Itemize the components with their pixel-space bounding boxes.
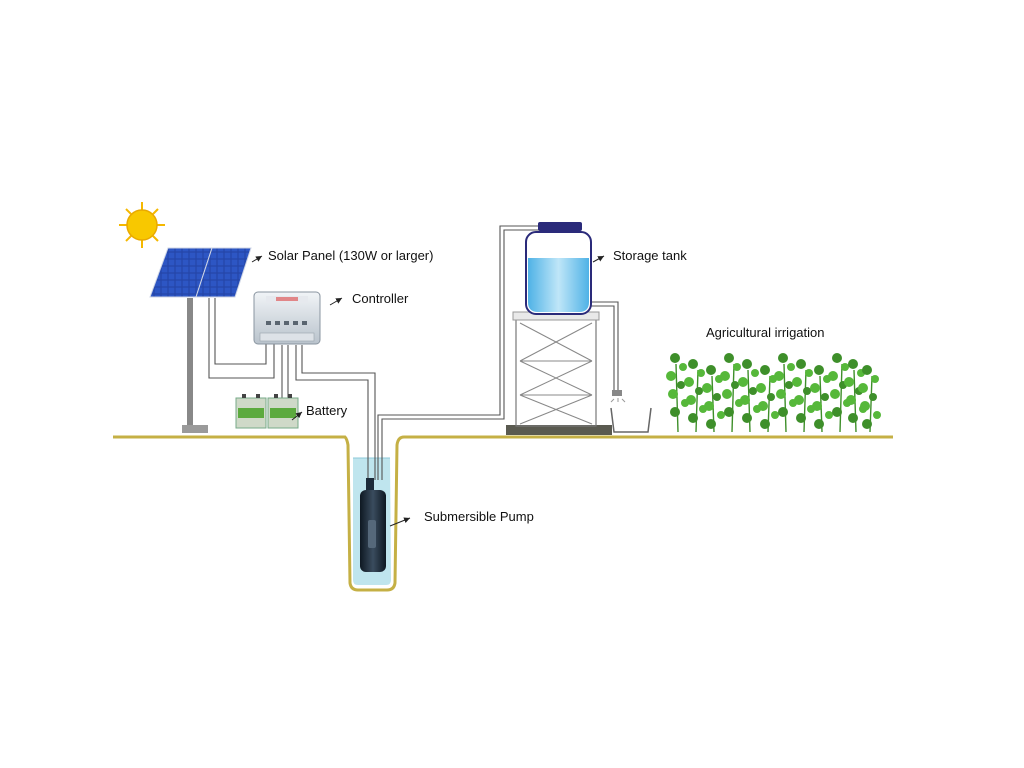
storage-tower bbox=[506, 311, 612, 435]
tap bbox=[610, 390, 626, 403]
plant bbox=[702, 365, 725, 433]
plant bbox=[756, 365, 779, 433]
wiring bbox=[208, 298, 376, 480]
plants bbox=[666, 353, 881, 433]
water-pipe bbox=[377, 225, 619, 480]
controller bbox=[253, 291, 321, 345]
plant bbox=[720, 353, 743, 433]
plant bbox=[684, 359, 707, 433]
pump-label: Submersible Pump bbox=[424, 509, 534, 524]
plant bbox=[810, 365, 833, 433]
storage-tank-label: Storage tank bbox=[613, 248, 687, 263]
plant bbox=[828, 353, 851, 433]
water-trough bbox=[610, 407, 652, 433]
storage-tank bbox=[525, 222, 592, 315]
battery-label: Battery bbox=[306, 403, 348, 418]
plant bbox=[858, 365, 881, 433]
solar-panel bbox=[149, 247, 252, 433]
solar-panel-label: Solar Panel (130W or larger) bbox=[268, 248, 433, 263]
controller-label: Controller bbox=[352, 291, 409, 306]
battery bbox=[235, 394, 299, 429]
plant bbox=[666, 353, 689, 433]
submersible-pump bbox=[360, 478, 386, 572]
ground bbox=[113, 435, 893, 592]
label-arrows bbox=[251, 255, 605, 527]
plant bbox=[738, 359, 761, 433]
plant bbox=[792, 359, 815, 433]
irrigation-label: Agricultural irrigation bbox=[706, 325, 825, 340]
plant bbox=[774, 353, 797, 433]
sun-icon bbox=[119, 202, 165, 248]
